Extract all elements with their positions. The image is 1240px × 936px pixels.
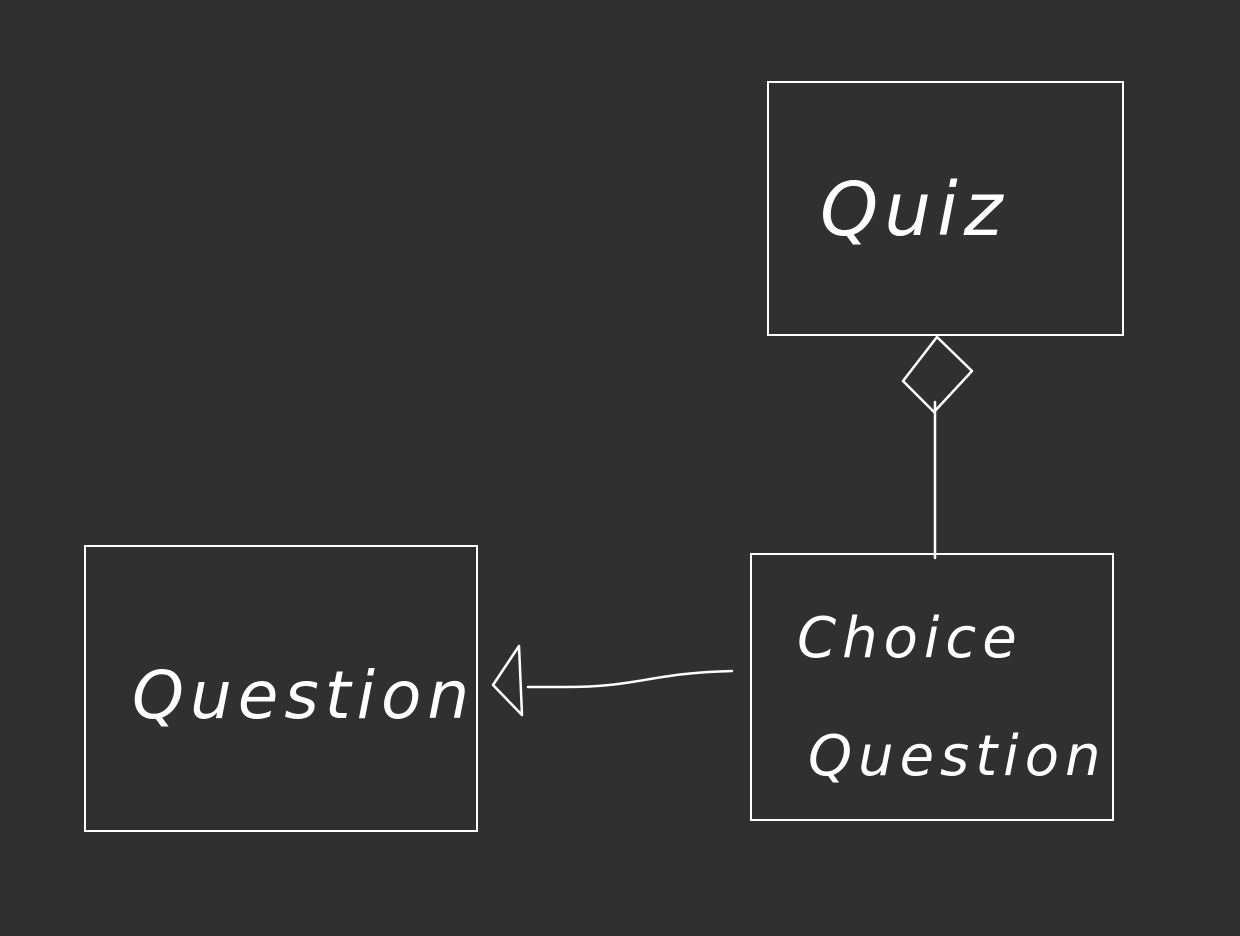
class-question-box (84, 545, 478, 832)
class-choice-question-label-line2: Question (808, 724, 1106, 789)
aggregation-diamond-marker (901, 335, 974, 414)
class-question-label: Question (132, 657, 475, 734)
class-choice-question-box (750, 553, 1114, 821)
class-choice-question-label-line1: Choice (797, 606, 1023, 671)
class-quiz-box (767, 81, 1124, 336)
class-choice-question: Choice Question (750, 553, 1114, 821)
aggregation-relationship (901, 335, 974, 560)
generalization-triangle-marker (491, 644, 524, 717)
generalization-relationship (491, 644, 734, 717)
class-quiz-label: Quiz (820, 167, 1009, 253)
class-question: Question (84, 545, 478, 832)
class-quiz: Quiz (767, 81, 1124, 336)
generalization-line (526, 669, 734, 689)
